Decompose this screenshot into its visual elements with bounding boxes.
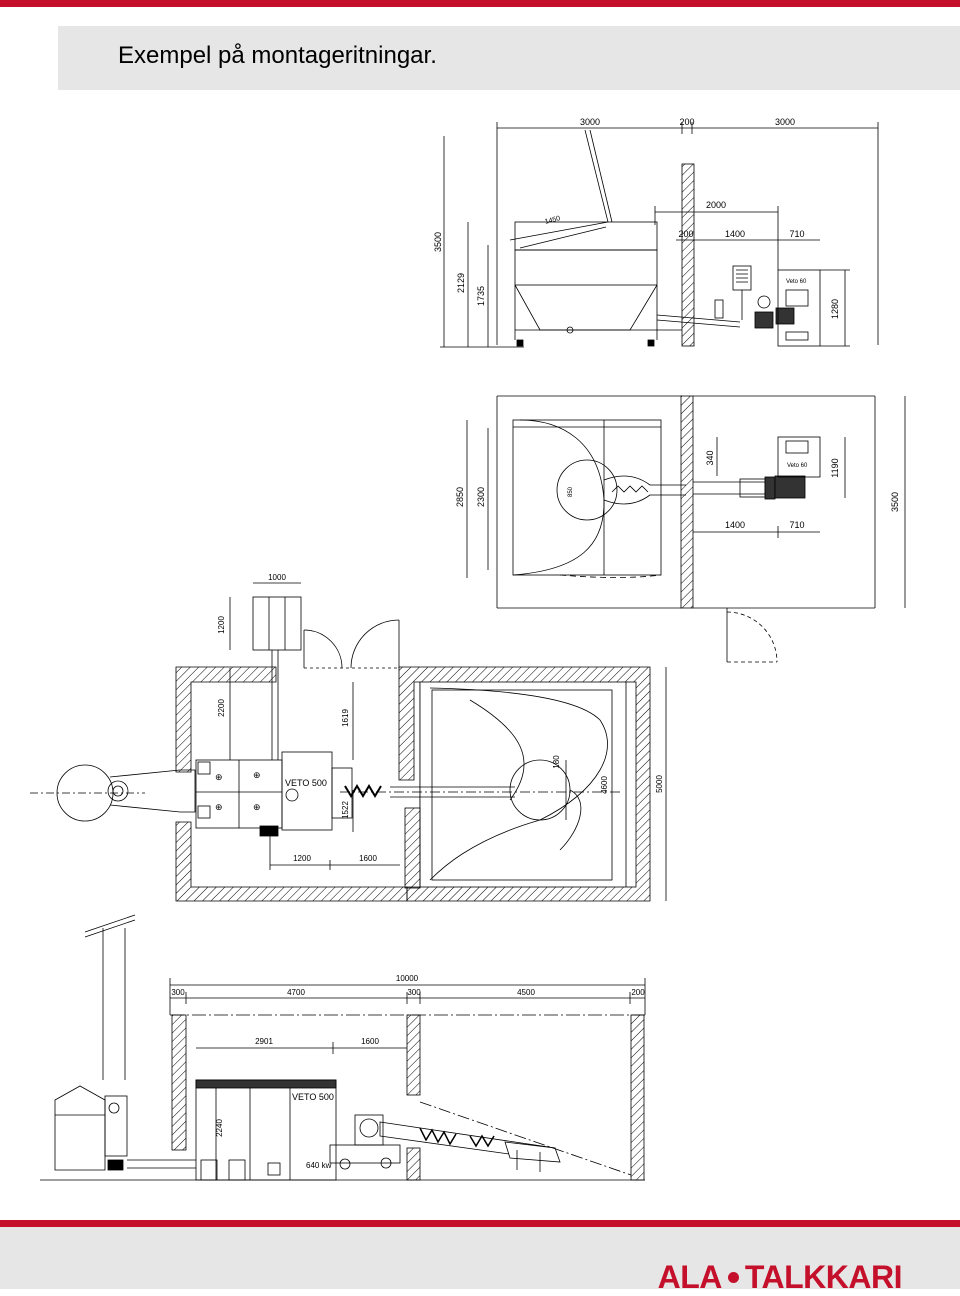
dim-label: 1200 [293, 854, 311, 863]
hatched-wall [630, 1014, 645, 1181]
dim-label: 5000 [655, 775, 664, 793]
elevation-large-view: 10000 300 4700 300 4500 200 [40, 914, 646, 1181]
dim-label: 1735 [476, 286, 486, 306]
logo-dot-icon [727, 1271, 739, 1283]
dim-label: 2901 [255, 1037, 273, 1046]
dim-label: 4500 [517, 988, 535, 997]
hatched-wall [406, 1014, 421, 1096]
top-accent-bar [0, 0, 960, 7]
boiler-label: VETO 500 [285, 778, 327, 788]
dim-label: 3500 [433, 232, 443, 252]
dim-label: 180 [552, 755, 561, 769]
dim-label: 1400 [725, 229, 745, 239]
company-logo: ALA TALKKARI [658, 1259, 903, 1295]
svg-text:⊕: ⊕ [253, 802, 261, 812]
dim-label: 3000 [775, 117, 795, 127]
svg-text:⊕: ⊕ [215, 772, 223, 782]
dim-label: 4600 [600, 776, 609, 794]
title-band [58, 26, 960, 90]
dim-label: 2850 [455, 487, 465, 507]
burner-unit [777, 436, 821, 478]
dim-label: 1190 [830, 458, 840, 477]
hatched-wall [171, 1014, 187, 1151]
hatched-wall [681, 163, 695, 347]
burner-label: Veto 60 [786, 279, 807, 285]
logo-text-left: ALA [657, 1258, 723, 1295]
dim-label: 850 [568, 486, 574, 497]
dim-label: 3500 [890, 492, 900, 512]
page-title: Exempel på montageritningar. [118, 42, 437, 69]
dim-label: 1619 [341, 709, 350, 727]
dim-label: 3000 [580, 117, 600, 127]
elevation-top-view: 3000 200 3000 2000 200 1400 710 3500 212… [433, 117, 879, 348]
hatched-wall [680, 395, 694, 609]
dim-label: 300 [171, 988, 185, 997]
dim-label: 300 [407, 988, 421, 997]
logo-text-right: TALKKARI [744, 1258, 903, 1295]
dim-label: 2200 [217, 699, 226, 717]
svg-text:⊕: ⊕ [253, 770, 261, 780]
svg-text:⊕: ⊕ [215, 802, 223, 812]
dim-label: 1450 [544, 215, 561, 226]
plan-large-view: 1000 1200 180 4600 5000 [30, 573, 667, 902]
dim-label: 1000 [268, 573, 286, 582]
dim-label: 4700 [287, 988, 305, 997]
dim-label: 1280 [830, 299, 840, 319]
dim-label: 200 [679, 117, 694, 127]
dim-label: 710 [789, 229, 804, 239]
dim-label: 200 [631, 988, 645, 997]
power-label: 640 kw [306, 1161, 332, 1170]
footer-band [0, 1227, 960, 1289]
hatched-wall [175, 666, 277, 773]
plan-top-view: 850 Veto 60 2850 2300 340 1190 3500 1400… [455, 395, 906, 663]
dim-label: 1400 [725, 520, 745, 530]
dim-label: 2129 [456, 273, 466, 293]
dim-label: 710 [789, 520, 804, 530]
dim-label: 1200 [217, 616, 226, 634]
technical-drawing: 3000 200 3000 2000 200 1400 710 3500 212… [30, 117, 906, 1181]
boiler-label: VETO 500 [292, 1092, 334, 1102]
footer-accent-bar [0, 1220, 960, 1227]
dim-label: 1600 [359, 854, 377, 863]
dim-label: 10000 [396, 974, 419, 983]
burner-label: Veto 60 [787, 463, 808, 469]
dim-label: 200 [678, 229, 693, 239]
dim-label: 2300 [476, 487, 486, 507]
dim-label: 2240 [215, 1119, 224, 1137]
dim-label: 340 [705, 450, 715, 465]
burner-unit [777, 269, 821, 347]
dim-label: 1522 [341, 801, 350, 819]
dim-label: 1600 [361, 1037, 379, 1046]
dim-label: 2000 [706, 200, 726, 210]
